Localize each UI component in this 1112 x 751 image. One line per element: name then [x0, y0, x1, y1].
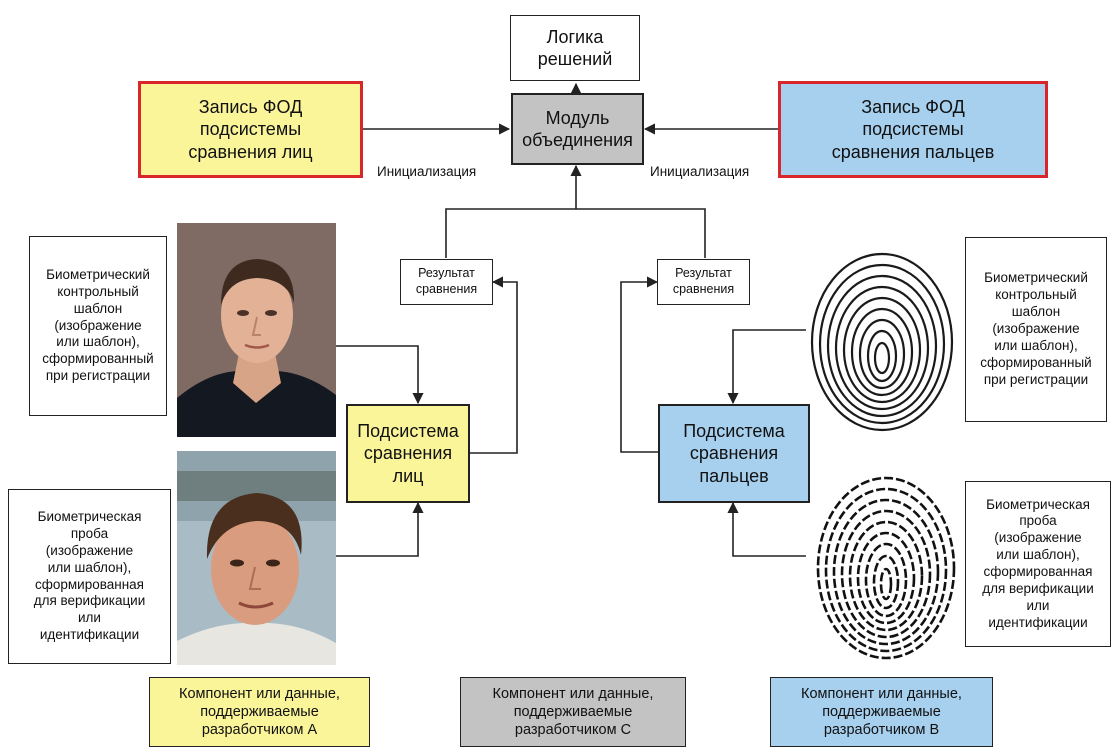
probe-left: Биометрическая проба (изображение или ша… [8, 489, 171, 664]
fusion-module-box: Модуль объединения [511, 93, 644, 165]
line-results-merge [445, 208, 706, 258]
arrow-probe-to-finger [727, 501, 806, 557]
arrow-finger-to-result [620, 276, 659, 453]
comparison-result-left: Результат сравнения [400, 259, 493, 305]
finger-subsystem-box: Подсистема сравнения пальцев [658, 404, 810, 503]
comparison-result-right: Результат сравнения [657, 259, 750, 305]
face-subsystem-box: Подсистема сравнения лиц [346, 404, 470, 503]
reference-fingerprint-image [806, 232, 958, 432]
init-label-right: Инициализация [650, 164, 750, 179]
reference-template-left: Биометрический контрольный шаблон (изобр… [29, 236, 167, 416]
arrow-probe-to-face [336, 501, 424, 557]
probe-face-photo [177, 451, 336, 665]
probe-right: Биометрическая проба (изображение или ша… [965, 481, 1111, 647]
face-fod-record-box: Запись ФОД подсистемы сравнения лиц [138, 81, 363, 178]
legend-developer-c: Компонент или данные, поддерживаемые раз… [460, 677, 686, 747]
decision-logic-box: Логика решений [510, 15, 640, 81]
reference-template-right: Биометрический контрольный шаблон (изобр… [965, 237, 1107, 422]
legend-developer-b: Компонент или данные, поддерживаемые раз… [770, 677, 993, 747]
finger-fod-record-box: Запись ФОД подсистемы сравнения пальцев [778, 81, 1048, 178]
arrow-face-to-result [470, 276, 518, 454]
arrow-reference-to-face [336, 345, 424, 405]
init-label-left: Инициализация [377, 164, 477, 179]
legend-developer-a: Компонент или данные, поддерживаемые раз… [149, 677, 370, 747]
probe-fingerprint-image [806, 460, 958, 660]
reference-face-photo [177, 223, 336, 437]
arrow-reference-to-finger [727, 329, 806, 405]
